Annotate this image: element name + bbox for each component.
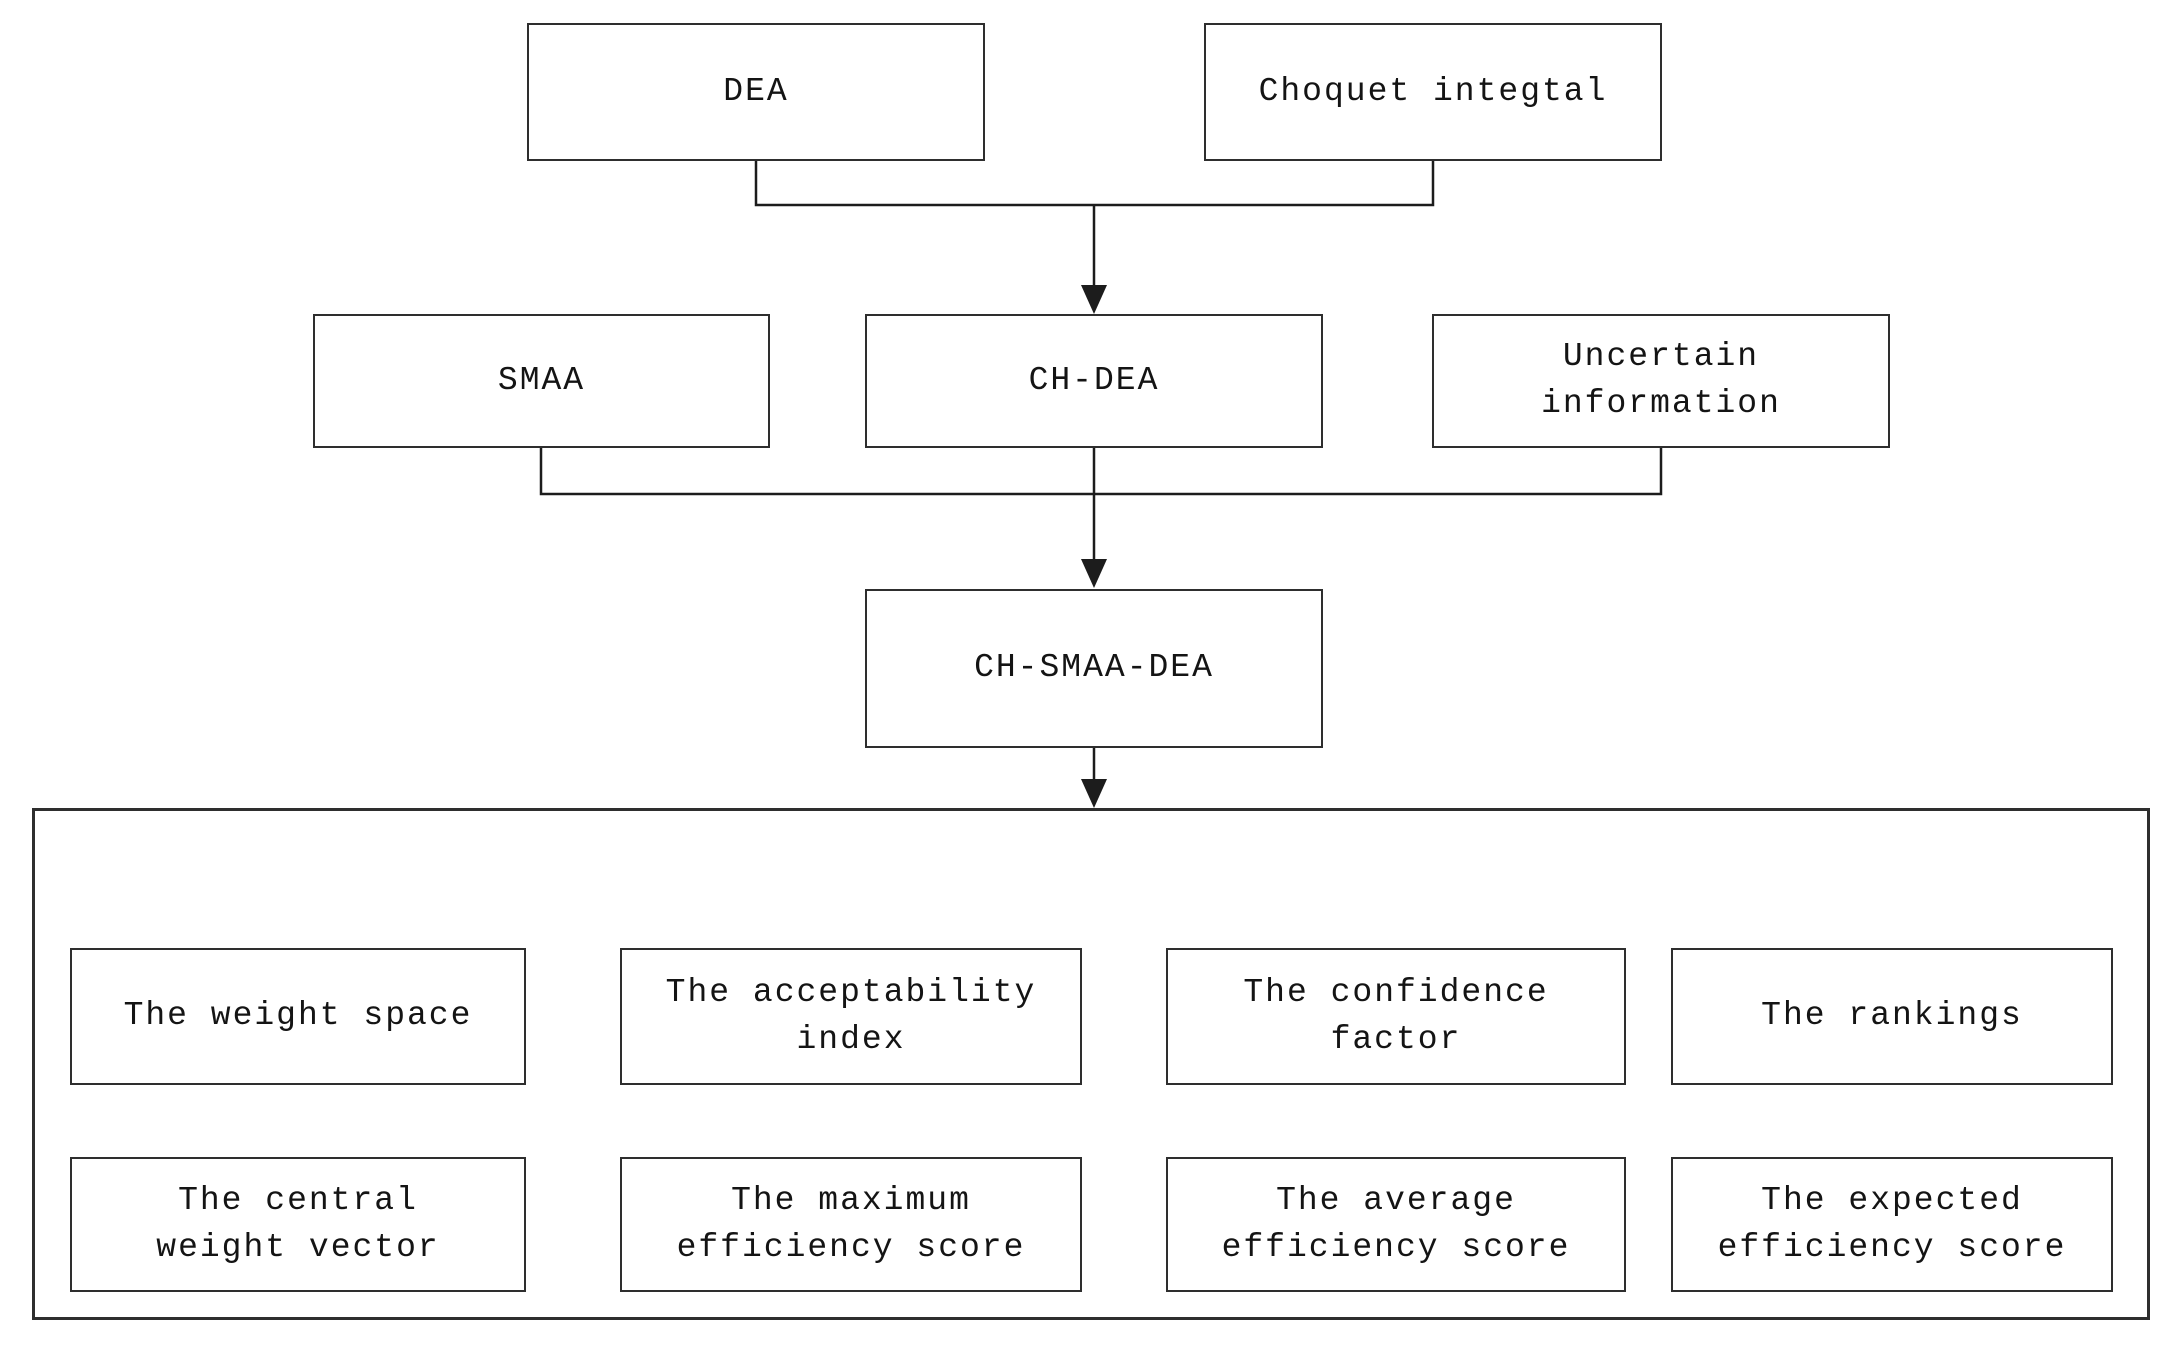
node-dea: DEA [527,23,985,161]
node-smaa: SMAA [313,314,770,448]
node-choquet-integral-label: Choquet integtal [1258,72,1608,110]
output-label-expected-efficiency-score: The expected efficiency score [1717,1181,2067,1266]
output-label-rankings: The rankings [1761,997,2023,1035]
arrowhead-to-outputs-icon [1081,779,1107,808]
node-uncertain-information: Uncertain information [1432,314,1890,448]
output-label-weight-space: The weight space [123,997,473,1035]
node-ch-dea: CH-DEA [865,314,1323,448]
output-box-weight-space: The weight space [70,948,526,1085]
output-box-central-weight-vector: The central weight vector [70,1157,526,1292]
arrowhead-to-ch-smaa-dea-icon [1081,559,1107,588]
output-box-maximum-efficiency-score: The maximum efficiency score [620,1157,1082,1292]
merge-wire-middle [541,448,1661,494]
node-dea-label: DEA [723,72,789,110]
arrowhead-to-ch-dea-icon [1081,285,1107,314]
node-uncertain-information-label: Uncertain information [1541,338,1781,422]
merge-wire-top [756,161,1433,205]
output-box-expected-efficiency-score: The expected efficiency score [1671,1157,2113,1292]
output-label-average-efficiency-score: The average efficiency score [1221,1181,1571,1266]
output-box-confidence-factor: The confidence factor [1166,948,1626,1085]
output-box-rankings: The rankings [1671,948,2113,1085]
output-label-confidence-factor: The confidence factor [1243,973,1549,1058]
node-smaa-label: SMAA [497,361,586,399]
output-box-acceptability-index: The acceptability index [620,948,1082,1085]
output-label-central-weight-vector: The central weight vector [156,1181,440,1266]
node-choquet-integral: Choquet integtal [1204,23,1662,161]
node-ch-dea-label: CH-DEA [1028,361,1160,399]
node-ch-smaa-dea: CH-SMAA-DEA [865,589,1323,748]
output-label-maximum-efficiency-score: The maximum efficiency score [676,1181,1026,1266]
node-ch-smaa-dea-label: CH-SMAA-DEA [974,649,1214,687]
output-box-average-efficiency-score: The average efficiency score [1166,1157,1626,1292]
output-label-acceptability-index: The acceptability index [665,973,1037,1058]
